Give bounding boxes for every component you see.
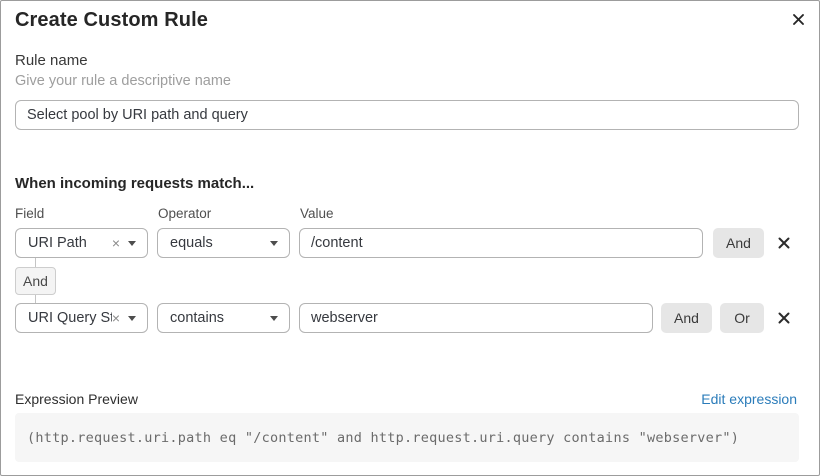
remove-condition-icon (778, 237, 790, 249)
page-title: Create Custom Rule (15, 9, 208, 31)
value-input-row1[interactable] (299, 228, 703, 258)
remove-condition-icon (778, 312, 790, 324)
operator-column-label: Operator (158, 206, 212, 221)
clear-field-icon[interactable]: × (111, 310, 120, 326)
operator-select-row1[interactable]: equals (157, 228, 290, 258)
field-select-row2-value: URI Query St... (28, 310, 112, 326)
operator-select-row1-value: equals (170, 235, 213, 251)
close-icon (792, 13, 804, 25)
connector-and-badge: And (15, 267, 56, 295)
expression-code: (http.request.uri.path eq "/content" and… (27, 429, 740, 446)
chevron-down-icon (128, 315, 136, 321)
chevron-down-icon (128, 240, 136, 246)
operator-select-row2[interactable]: contains (157, 303, 290, 333)
edit-expression-link[interactable]: Edit expression (701, 391, 797, 407)
remove-condition-button-row1[interactable] (772, 228, 796, 258)
and-button-row1[interactable]: And (713, 228, 764, 258)
and-button-row2[interactable]: And (661, 303, 712, 333)
connector-line (35, 258, 36, 267)
operator-select-row2-value: contains (170, 310, 225, 326)
match-heading: When incoming requests match... (15, 175, 255, 192)
expression-preview-label: Expression Preview (15, 391, 138, 407)
field-select-row2[interactable]: URI Query St... × (15, 303, 148, 333)
rule-name-label: Rule name (15, 52, 88, 69)
rule-name-input[interactable] (15, 100, 799, 130)
connector-line (35, 295, 36, 303)
remove-condition-button-row2[interactable] (772, 303, 796, 333)
chevron-down-icon (270, 240, 278, 246)
close-button[interactable] (785, 6, 811, 32)
value-input-row2[interactable] (299, 303, 653, 333)
field-column-label: Field (15, 206, 45, 221)
field-select-row1-value: URI Path (28, 235, 87, 251)
rule-name-hint: Give your rule a descriptive name (15, 73, 231, 89)
or-button-row2[interactable]: Or (720, 303, 764, 333)
field-select-row1[interactable]: URI Path × (15, 228, 148, 258)
expression-code-block: (http.request.uri.path eq "/content" and… (15, 413, 799, 462)
clear-field-icon[interactable]: × (111, 235, 120, 251)
chevron-down-icon (270, 315, 278, 321)
value-column-label: Value (300, 206, 334, 221)
